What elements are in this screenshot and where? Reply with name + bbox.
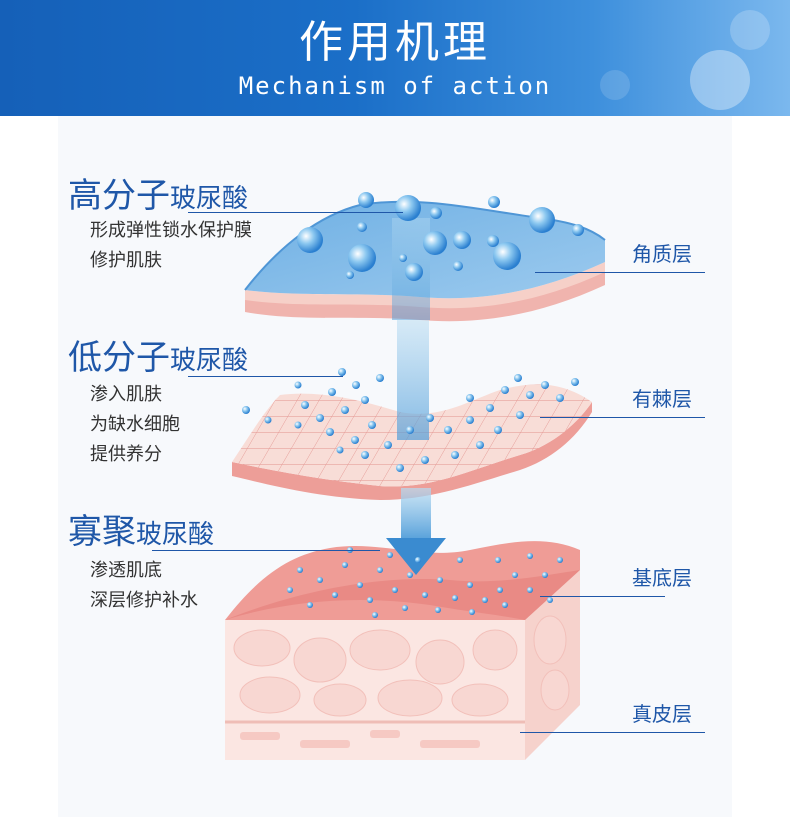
penetration-arrow [386, 218, 446, 575]
layer-label-basal: 基底层 [632, 566, 692, 590]
section-description: 渗透肌底 深层修护补水 [90, 560, 198, 611]
leader-line [520, 732, 705, 733]
bokeh-light [600, 70, 630, 100]
bokeh-light [730, 10, 770, 50]
leader-line [152, 550, 380, 551]
section-heading-high-molecular: 高分子玻尿酸 [68, 176, 249, 216]
page-title: 作用机理 [299, 17, 491, 68]
layer-label-stratum-corneum: 角质层 [632, 242, 692, 266]
section-heading-oligo: 寡聚玻尿酸 [68, 512, 215, 552]
low-molecular-bubbles [242, 368, 579, 472]
leader-line [535, 272, 705, 273]
high-molecular-bubbles [297, 192, 584, 281]
section-description: 渗入肌肤 为缺水细胞 提供养分 [90, 384, 180, 465]
leader-line [188, 376, 343, 377]
layer-label-spinous: 有棘层 [632, 387, 692, 411]
page-subtitle: Mechanism of action [238, 72, 552, 100]
oligo-molecular-bubbles [287, 547, 563, 618]
leader-line [540, 596, 665, 597]
leader-line [188, 212, 403, 213]
basal-and-dermis-block [225, 541, 580, 760]
section-heading-low-molecular: 低分子玻尿酸 [68, 338, 249, 378]
layer-label-dermis: 真皮层 [632, 702, 692, 726]
leader-line [540, 417, 705, 418]
section-description: 形成弹性锁水保护膜 修护肌肤 [90, 220, 252, 271]
header-banner: 作用机理 Mechanism of action [0, 0, 790, 116]
bokeh-light [690, 50, 750, 110]
